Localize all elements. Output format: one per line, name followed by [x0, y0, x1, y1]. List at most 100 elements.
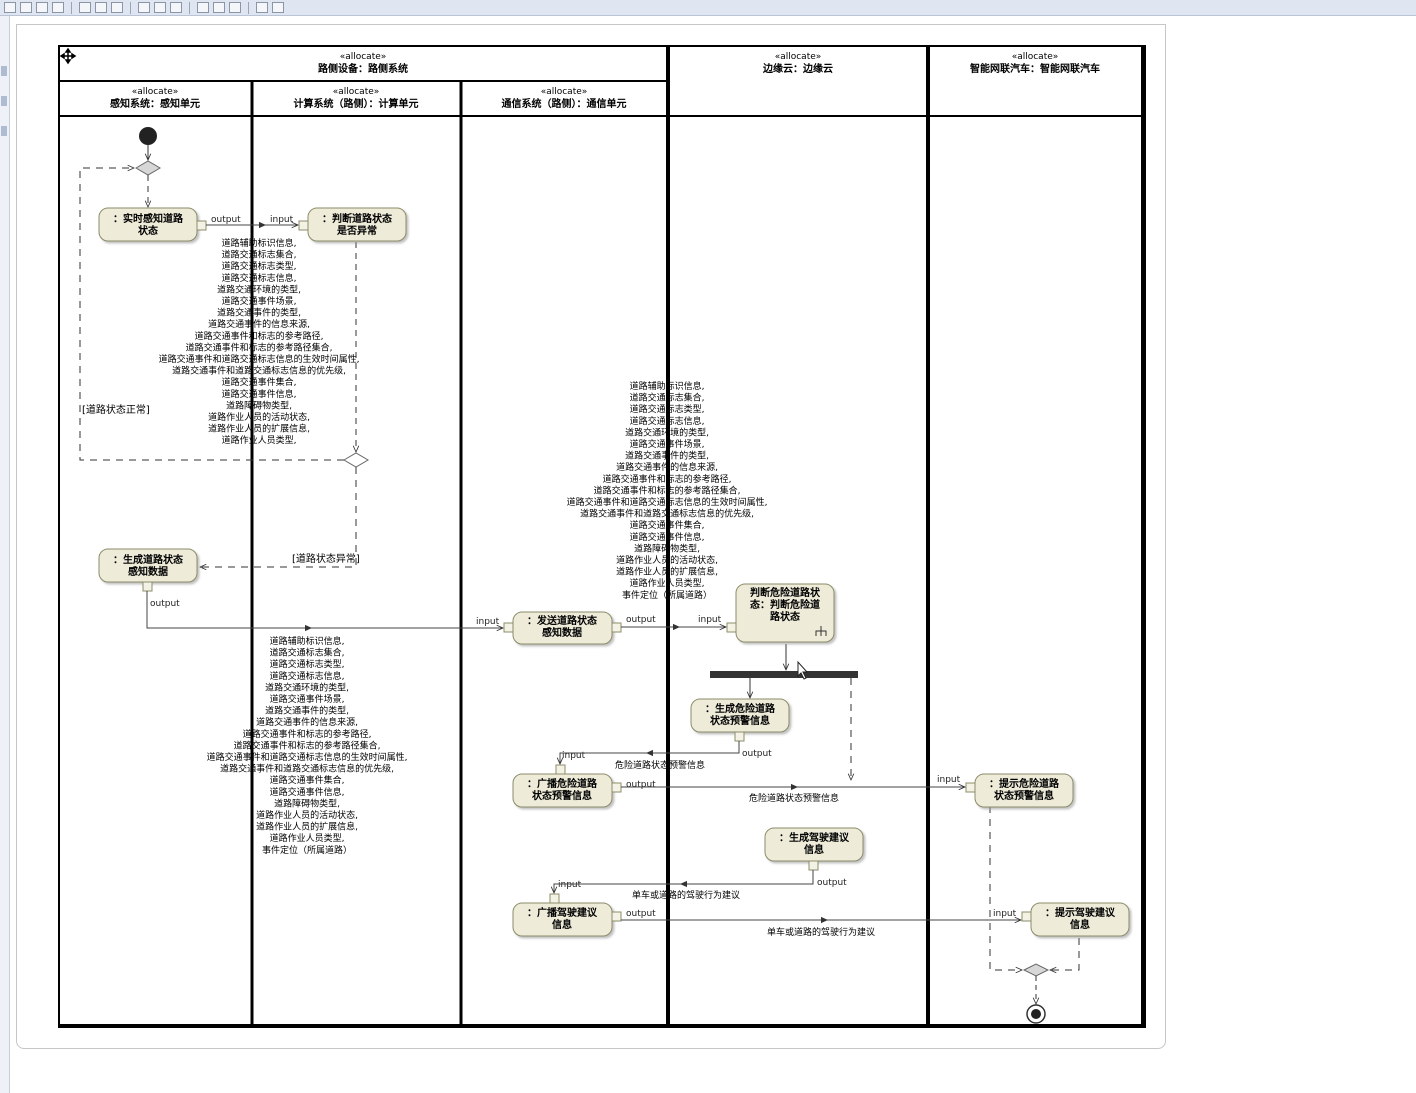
swimlane-frame	[58, 45, 1146, 1028]
object-flow-label-line: 道路交通事件和标志的参考路径,	[243, 728, 372, 740]
join-node[interactable]	[1022, 963, 1050, 977]
output-pin[interactable]	[611, 911, 622, 922]
object-flows	[146, 221, 1021, 924]
action-gen-warning[interactable]: ：生成危险道路 状态预警信息	[690, 698, 790, 733]
merge-node[interactable]	[135, 160, 161, 176]
final-node[interactable]	[1026, 1004, 1046, 1024]
pin-labels: output input output input output input o…	[150, 215, 1017, 919]
svg-text:路状态: 路状态	[770, 610, 800, 623]
input-pin[interactable]	[965, 782, 976, 793]
lane-header-sense: «allocate» 感知系统：感知单元	[110, 87, 200, 110]
object-flow-label-line: 道路交通环境的类型,	[265, 681, 349, 693]
control-flow-abnormal[interactable]	[200, 467, 357, 567]
open-icon[interactable]	[20, 2, 32, 13]
input-pin[interactable]	[555, 764, 566, 775]
diagram-canvas[interactable]	[16, 24, 1166, 1049]
svg-text:«allocate»: «allocate»	[333, 87, 380, 97]
action-prompt-advice[interactable]: ：提示驾驶建议 信息	[1030, 902, 1130, 937]
output-pin[interactable]	[142, 581, 153, 592]
output-pin[interactable]	[734, 731, 745, 742]
input-pin[interactable]	[1021, 911, 1032, 922]
copy-icon[interactable]	[154, 2, 166, 13]
input-pin[interactable]	[298, 220, 309, 231]
object-flow-label-line: 道路交通环境的类型,	[625, 426, 709, 438]
action-send-sense-data[interactable]: ：发送道路状态 感知数据	[512, 611, 613, 645]
input-pin[interactable]	[726, 622, 737, 633]
action-judge-danger[interactable]: 判断危险道路状 态：判断危险道 路状态	[735, 583, 835, 643]
object-flow-label-line: 道路交通事件和标志的参考路径,	[603, 473, 732, 485]
object-flow[interactable]	[146, 591, 503, 628]
svg-text:output: output	[626, 780, 656, 790]
action-prompt-warning[interactable]: ：提示危险道路 状态预警信息	[974, 773, 1074, 808]
svg-text:：提示驾驶建议: ：提示驾驶建议	[1045, 906, 1116, 919]
toolbar-separator	[189, 1, 190, 14]
input-pin[interactable]	[549, 893, 560, 904]
sidebar-marker[interactable]	[1, 66, 7, 76]
paste-icon[interactable]	[170, 2, 182, 13]
svg-text:信息: 信息	[1070, 918, 1090, 931]
distribute-icon[interactable]	[111, 2, 123, 13]
object-flow-label-line: 道路交通事件的类型,	[625, 450, 709, 462]
action-gen-sense-data[interactable]: ：生成道路状态 感知数据	[98, 548, 198, 583]
action-judge-abnormal[interactable]: ：判断道路状态 是否异常	[307, 207, 407, 242]
object-flow-label-line: 道路作业人员类型,	[270, 832, 345, 844]
svg-text:：判断道路状态: ：判断道路状态	[322, 212, 392, 225]
control-flow-normal[interactable]	[79, 168, 344, 461]
sidebar-marker[interactable]	[1, 96, 7, 106]
call-behavior-icon	[815, 626, 827, 636]
svg-text:：广播危险道路: ：广播危险道路	[527, 777, 598, 790]
object-flow-label-line: 道路交通标志集合,	[222, 249, 297, 261]
zoom-icon[interactable]	[138, 2, 150, 13]
action-broadcast-advice[interactable]: ：广播驾驶建议 信息	[512, 902, 613, 937]
object-flow-label-line: 道路交通事件的信息来源,	[256, 716, 358, 728]
print-icon[interactable]	[52, 2, 64, 13]
svg-text:«allocate»: «allocate»	[340, 52, 387, 62]
object-flow-label-line: 道路交通事件和标志的参考路径,	[195, 330, 324, 342]
object-flow-label-line: 道路交通标志信息,	[270, 670, 345, 682]
table-icon[interactable]	[213, 2, 225, 13]
action-broadcast-warning[interactable]: ：广播危险道路 状态预警信息	[512, 773, 613, 808]
output-pin[interactable]	[611, 622, 622, 633]
action-sense-road[interactable]: ：实时感知道路 状态	[98, 207, 198, 242]
settings-icon[interactable]	[197, 2, 209, 13]
mouse-cursor-icon	[797, 660, 809, 680]
list-icon[interactable]	[229, 2, 241, 13]
object-flow-label-line: 道路交通事件的类型,	[217, 307, 301, 319]
layout-icon[interactable]	[79, 2, 91, 13]
move-handle-icon[interactable]	[59, 47, 77, 65]
object-flow-label-line: 道路交通事件和道路交通标志信息的生效时间属性,	[159, 353, 360, 365]
align-icon[interactable]	[95, 2, 107, 13]
object-flow-label-line: 道路交通标志信息,	[630, 415, 705, 427]
svg-text:：实时感知道路: ：实时感知道路	[113, 212, 184, 225]
object-flow-label-line: 道路障碍物类型,	[274, 797, 340, 809]
object-flow-label-line: 道路作业人员的扩展信息,	[208, 423, 310, 435]
svg-text:状态: 状态	[138, 224, 158, 237]
output-pin[interactable]	[808, 860, 819, 871]
object-flow-label-line: 道路交通事件和标志的参考路径集合,	[186, 341, 333, 353]
sidebar-marker[interactable]	[1, 126, 7, 136]
decision-node[interactable]	[343, 452, 369, 468]
object-flow-label-line: 道路交通事件和道路交通标志信息的优先级,	[172, 365, 346, 377]
object-flow[interactable]	[554, 870, 814, 893]
save-icon[interactable]	[36, 2, 48, 13]
search-icon[interactable]	[256, 2, 268, 13]
object-flow-label-line: 道路交通事件信息,	[630, 531, 705, 543]
svg-text:态：判断危险道: 态：判断危险道	[750, 598, 820, 611]
object-flow-label-line: 道路交通事件信息,	[270, 786, 345, 798]
control-flow[interactable]	[989, 806, 1022, 970]
svg-text:：生成驾驶建议: ：生成驾驶建议	[779, 831, 850, 844]
toolbar	[0, 0, 1416, 16]
fork-bar[interactable]	[710, 671, 858, 678]
object-flow-label-line: 道路作业人员类型,	[630, 577, 705, 589]
initial-node[interactable]	[139, 127, 157, 145]
object-flow-label-line: 道路交通环境的类型,	[217, 283, 301, 295]
control-flow[interactable]	[1050, 938, 1080, 970]
input-pin[interactable]	[503, 622, 514, 633]
action-gen-advice[interactable]: ：生成驾驶建议 信息	[764, 827, 864, 862]
output-pin[interactable]	[611, 782, 622, 793]
new-icon[interactable]	[4, 2, 16, 13]
output-pin[interactable]	[196, 220, 207, 231]
svg-text:通信系统（路侧）：通信单元: 通信系统（路侧）：通信单元	[502, 97, 627, 110]
play-icon[interactable]	[272, 2, 284, 13]
